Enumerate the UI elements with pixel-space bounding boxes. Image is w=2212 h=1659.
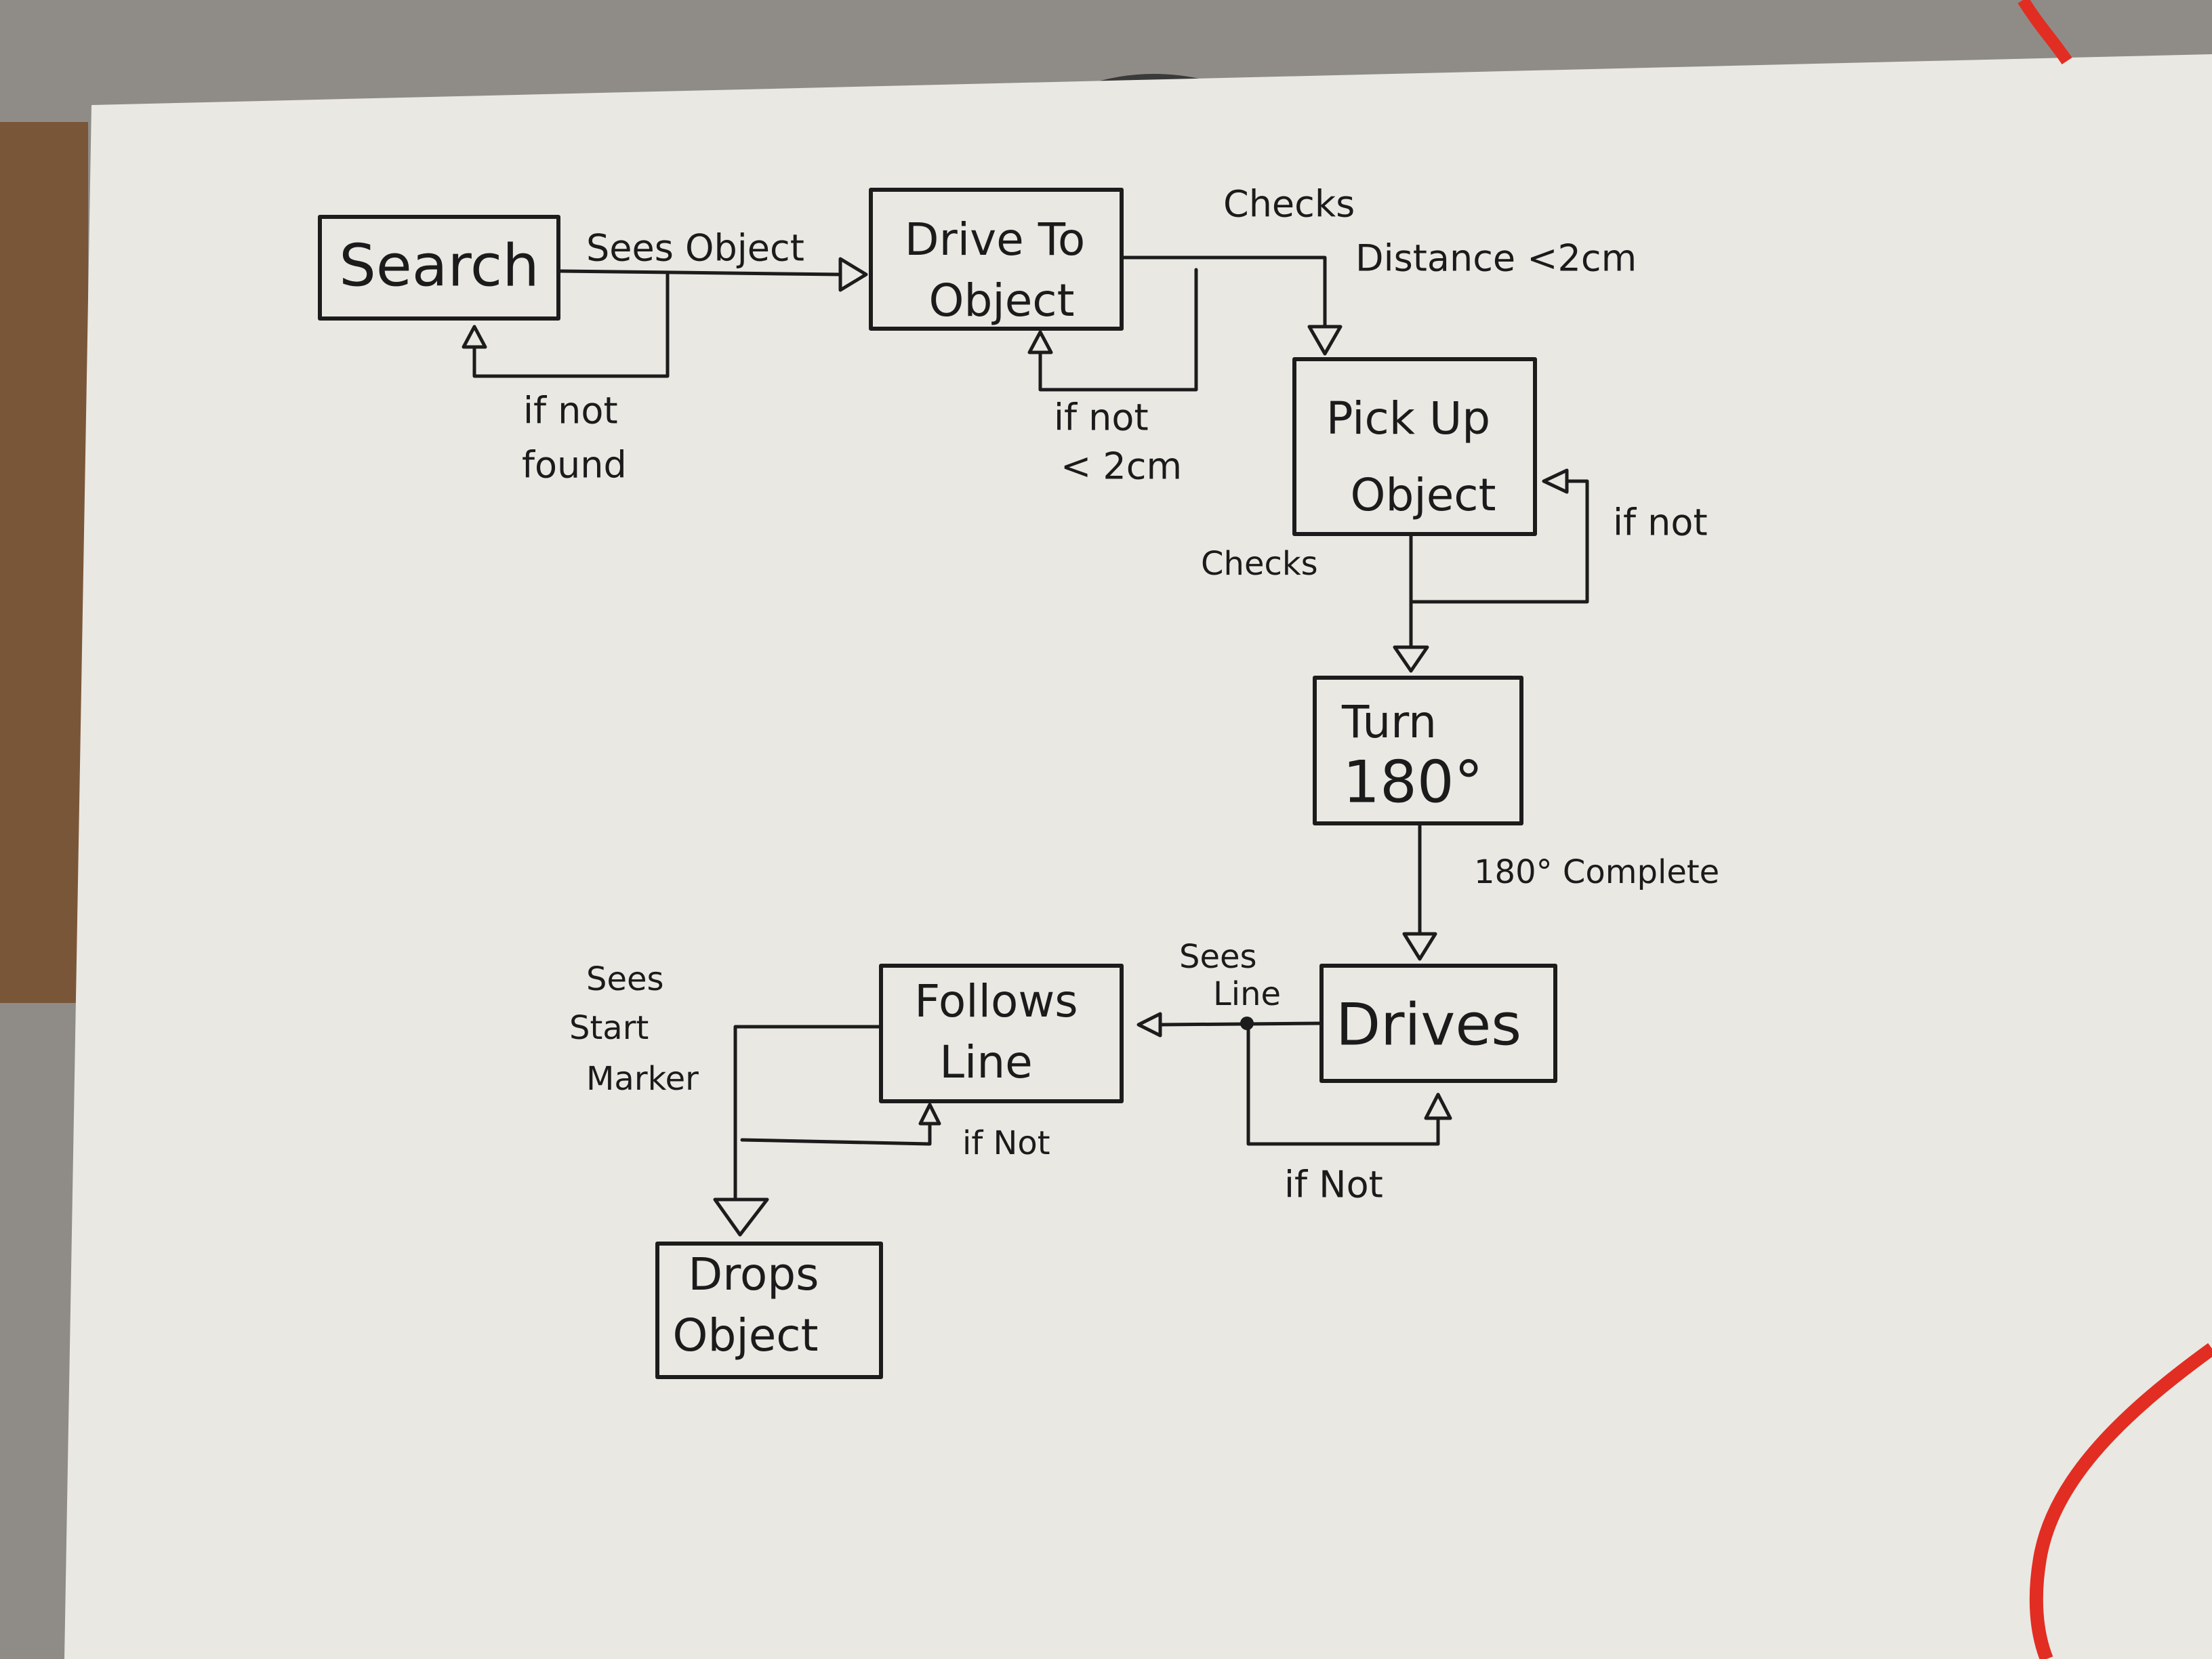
node-drive-to-object-label-line2: Object [929, 274, 1075, 327]
edge-drive-to-pick-line [1122, 255, 1327, 329]
edge-search-loop-line [472, 272, 670, 378]
node-follows-line-label-line1: Follows [914, 975, 1078, 1027]
node-turn-180-label-line1: Turn [1341, 696, 1437, 748]
edge-drives-loop-line [1246, 1025, 1440, 1146]
edge-search-loop-arrowhead [462, 325, 487, 349]
node-drive-to-object-label-line1: Drive To [905, 213, 1085, 266]
edge-search-to-drive-line [558, 269, 842, 276]
node-pick-up-object-label-line2: Object [1351, 469, 1496, 521]
edge-sees-object-label: Sees Object [586, 227, 804, 270]
edge-search-if-not-label-line1: if not [523, 390, 618, 432]
edge-drive-if-not-label-line2: < 2cm [1061, 445, 1182, 488]
node-drops-object-label-line2: Object [673, 1309, 819, 1361]
edge-junction-dot [1240, 1017, 1254, 1030]
node-drive-to-object-box [869, 188, 1124, 331]
edge-pick-if-not: if not [1411, 468, 1708, 604]
node-drives: Drives [1319, 964, 1557, 1083]
edge-search-to-drive: Sees Object [558, 227, 868, 292]
node-pick-up-object-box [1292, 357, 1537, 536]
edge-drives-to-follows-line [1158, 1021, 1322, 1027]
edge-180-complete-label: 180° Complete [1474, 853, 1719, 891]
edge-pick-loop-line [1411, 479, 1589, 604]
edge-pick-to-turn: Checks [1201, 533, 1429, 673]
node-drives-label: Drives [1336, 991, 1521, 1059]
edge-drive-if-not-label-line1: if not [1054, 396, 1149, 439]
node-pick-up-object-label-line1: Pick Up [1326, 392, 1490, 445]
edge-pick-to-turn-arrowhead [1393, 645, 1429, 673]
edge-sees-start-marker-label-line2: Start [569, 1009, 649, 1047]
node-turn-180-label-line2: 180° [1343, 748, 1483, 816]
node-follows-line-box [879, 964, 1124, 1103]
edge-follows-to-drops: Sees Start Marker [569, 960, 882, 1237]
edge-drive-loop-arrowhead [1027, 330, 1053, 354]
edge-sees-line-label-line1: Sees [1179, 938, 1257, 976]
node-drive-to-object: Drive To Object [869, 188, 1124, 331]
edge-drive-to-pick-arrowhead [1307, 325, 1343, 356]
edge-search-if-not-found: if not found [462, 272, 670, 487]
node-drops-object: Drops Object [655, 1242, 883, 1379]
edge-sees-start-marker-label-line3: Marker [586, 1060, 699, 1098]
edge-sees-line-label-line2: Line [1213, 975, 1281, 1013]
edge-follows-loop-line [740, 1122, 932, 1146]
edge-turn-to-drives: 180° Complete [1402, 823, 1719, 961]
edge-pick-loop-arrowhead [1542, 468, 1569, 494]
paper-sheet [64, 54, 2212, 1659]
node-turn-180: Turn 180° [1313, 676, 1523, 825]
wooden-edge [0, 122, 88, 1003]
node-turn-180-box [1313, 676, 1523, 825]
node-search-box [318, 215, 560, 321]
edge-drive-if-not: if not < 2cm [1027, 268, 1198, 488]
edge-follows-if-not-label: if Not [962, 1124, 1050, 1162]
node-follows-line: Follows Line [879, 964, 1124, 1103]
node-search: Search [318, 215, 560, 321]
edge-drives-to-follows-arrowhead [1136, 1012, 1162, 1038]
edge-drives-to-follows: Sees Line [1136, 938, 1322, 1038]
edge-follows-to-drops-arrowhead [713, 1197, 769, 1237]
edge-checks-label-line2: Distance <2cm [1355, 237, 1637, 280]
edge-sees-start-marker-label-line1: Sees [586, 960, 664, 998]
edge-turn-to-drives-arrowhead [1402, 932, 1437, 961]
edge-pick-if-not-label: if not [1613, 501, 1708, 544]
edge-drive-loop-line [1038, 268, 1198, 392]
node-drops-object-label-line1: Drops [688, 1248, 819, 1300]
node-search-label: Search [339, 232, 539, 300]
red-cable-bottom [2029, 1343, 2212, 1659]
edge-search-if-not-label-line2: found [522, 444, 627, 487]
edge-follows-if-not: if Not [740, 1103, 1050, 1162]
node-pick-up-object: Pick Up Object [1292, 357, 1537, 536]
edge-drive-to-pick: Checks Distance <2cm [1122, 183, 1637, 356]
edge-pick-checks-label: Checks [1201, 545, 1318, 583]
edge-follows-loop-arrowhead [918, 1103, 941, 1126]
edge-search-to-drive-arrowhead [838, 257, 868, 292]
node-drops-object-box [655, 1242, 883, 1379]
red-cable-top [2018, 0, 2072, 65]
edge-checks-label-line1: Checks [1223, 183, 1355, 226]
edge-drives-if-not-label: if Not [1284, 1164, 1383, 1206]
edge-drives-if-not: if Not [1246, 1025, 1452, 1206]
edge-drives-loop-arrowhead [1424, 1092, 1452, 1120]
node-follows-line-label-line2: Line [939, 1036, 1033, 1088]
edge-follows-to-drops-line [733, 1025, 882, 1202]
